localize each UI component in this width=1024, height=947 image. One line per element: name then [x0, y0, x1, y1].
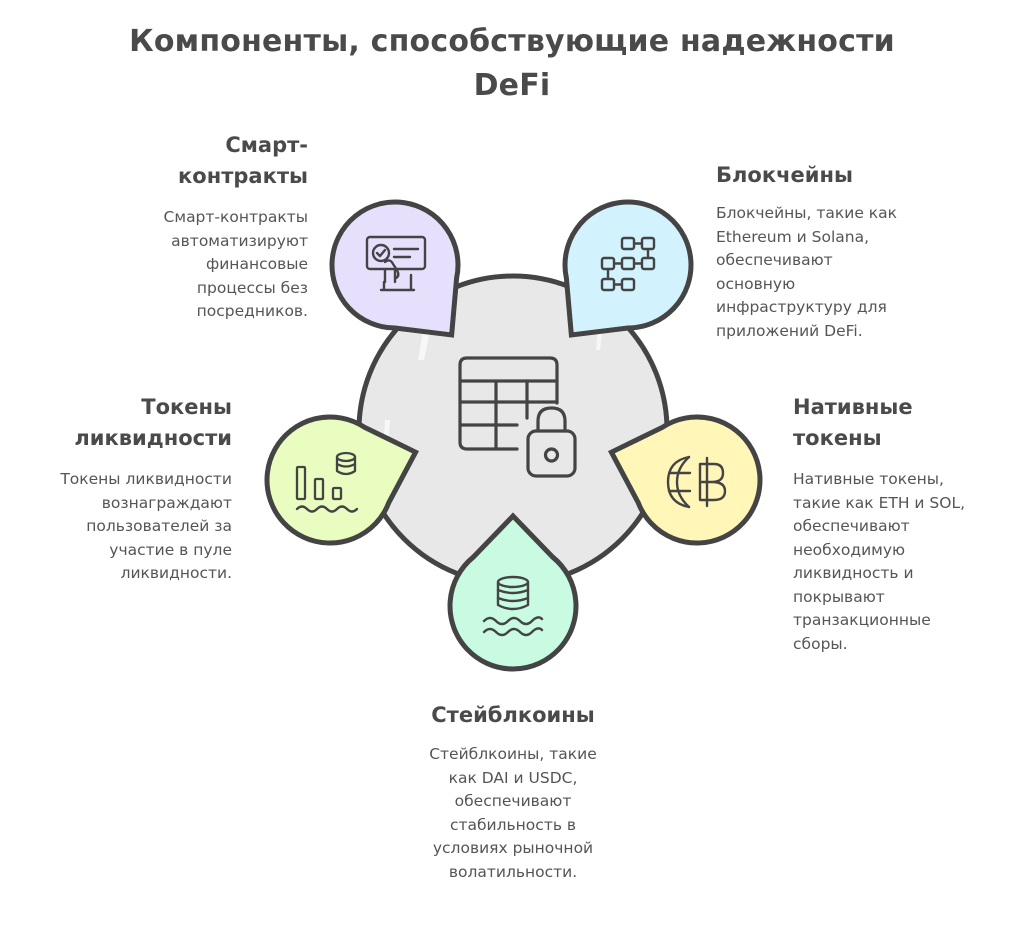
heading-line: Блокчейны — [716, 163, 853, 187]
component-stablecoins: Стейблкоины Стейблкоины, такие как DAI и… — [393, 700, 633, 884]
description-line: обеспечивают — [793, 517, 910, 535]
description-line: ликвидности. — [120, 564, 232, 582]
heading-line: Стейблкоины — [431, 703, 595, 727]
description-line: покрывают — [793, 587, 885, 606]
smart-contract-approval-icon — [365, 235, 427, 292]
component-description: Нативные токены, такие как ETH и SOL, об… — [793, 468, 1018, 656]
description-line: ликвидность и — [793, 564, 914, 582]
component-heading: Блокчейны — [716, 160, 956, 191]
drop-stablecoins — [450, 516, 576, 669]
component-heading: Стейблкоины — [393, 700, 633, 731]
description-line: пользователей за — [86, 517, 232, 535]
description-line: участие в пуле — [109, 540, 232, 559]
drop-liquidity-tokens — [251, 392, 435, 559]
heading-line: Смарт- — [225, 133, 308, 157]
heading-line: токены — [793, 426, 882, 450]
description-line: волатильности. — [448, 862, 578, 881]
component-description: Блокчейны, такие как Ethereum и Solana, … — [716, 202, 956, 343]
description-line: процессы без — [196, 278, 308, 297]
description-line: стабильность в — [449, 815, 577, 834]
description-line: обеспечивают — [716, 251, 833, 269]
liquidity-pool-chart-icon — [295, 451, 359, 513]
description-line: Смарт-контракты — [163, 208, 308, 226]
description-line: приложений DeFi. — [716, 321, 863, 340]
description-line: как DAI и USDC, — [448, 768, 578, 787]
component-description: Стейблкоины, такие как DAI и USDC, обесп… — [393, 743, 633, 884]
description-line: вознаграждают — [101, 493, 232, 512]
page-title: Компоненты, способствующие надежности De… — [0, 20, 1024, 108]
component-description: Токены ликвидности вознаграждают пользов… — [20, 468, 232, 586]
description-line: инфраструктуру для — [716, 298, 887, 316]
description-line: посредников. — [196, 302, 308, 320]
title-line-2: DeFi — [473, 68, 551, 103]
description-line: основную — [716, 274, 796, 293]
description-line: Ethereum и Solana, — [716, 227, 870, 246]
globe-baht-currency-icon — [666, 455, 727, 509]
description-line: условиях рыночной — [432, 839, 594, 857]
database-waves-icon — [482, 575, 544, 637]
description-line: транзакционные — [793, 611, 931, 629]
component-heading: Смарт- контракты — [100, 130, 308, 192]
component-blockchains: Блокчейны Блокчейны, такие как Ethereum … — [716, 160, 956, 343]
heading-line: Нативные — [793, 395, 913, 419]
component-smart-contracts: Смарт- контракты Смарт-контракты автомат… — [100, 130, 308, 324]
description-line: обеспечивают — [454, 792, 572, 810]
description-line: Блокчейны, такие как — [716, 204, 898, 222]
heading-line: контракты — [178, 164, 308, 188]
component-heading: Нативные токены — [793, 392, 1018, 454]
description-line: сборы. — [793, 634, 848, 653]
description-line: Стейблкоины, такие — [429, 745, 597, 763]
drop-smart-contracts — [306, 176, 500, 374]
description-line: Токены ликвидности — [60, 470, 232, 488]
heading-line: Токены — [141, 395, 232, 419]
table-lock-icon — [458, 356, 577, 478]
blockchain-network-icon — [600, 236, 656, 292]
description-line: такие как ETH и SOL, — [793, 493, 966, 512]
drop-native-tokens — [592, 392, 776, 559]
description-line: необходимую — [793, 540, 906, 559]
component-description: Смарт-контракты автоматизируют финансовы… — [100, 206, 308, 324]
description-line: Нативные токены, — [793, 470, 944, 488]
component-liquidity-tokens: Токены ликвидности Токены ликвидности во… — [20, 392, 232, 586]
heading-line: ликвидности — [74, 426, 232, 450]
component-heading: Токены ликвидности — [20, 392, 232, 454]
drop-blockchains — [522, 176, 716, 374]
description-line: автоматизируют — [171, 231, 308, 250]
description-line: финансовые — [205, 255, 308, 273]
component-native-tokens: Нативные токены Нативные токены, такие к… — [793, 392, 1018, 656]
title-line-1: Компоненты, способствующие надежности — [129, 24, 895, 59]
